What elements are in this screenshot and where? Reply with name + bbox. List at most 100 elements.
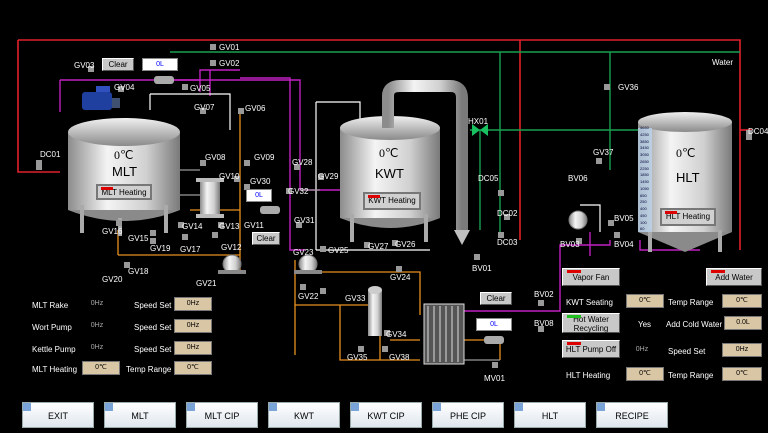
hlt-pump-led bbox=[567, 342, 581, 345]
valve-gv29[interactable]: GV29 bbox=[318, 172, 339, 181]
valve-gv37[interactable]: GV37 bbox=[593, 148, 614, 157]
hlt-heating-panel-label: HLT Heating bbox=[566, 371, 611, 380]
kettle-pump-speed-set-input[interactable]: 0Hz bbox=[174, 341, 212, 355]
valve-gv16[interactable]: GV16 bbox=[102, 227, 123, 236]
valve-gv24[interactable]: GV24 bbox=[390, 273, 411, 282]
valve-gv08-a[interactable]: GV08 bbox=[205, 153, 226, 162]
valve-gv15[interactable]: GV15 bbox=[128, 234, 149, 243]
valve-gv18[interactable]: GV18 bbox=[128, 267, 149, 276]
nav-corner-icon bbox=[597, 403, 605, 411]
valve-gv10[interactable]: GV10 bbox=[219, 172, 240, 181]
mlt-heating-value[interactable]: 0℃ bbox=[82, 361, 120, 375]
valve-dc05[interactable]: DC05 bbox=[478, 174, 499, 183]
mlt-temp-range-input[interactable]: 0℃ bbox=[174, 361, 212, 375]
mid-filter-vessel bbox=[196, 178, 224, 218]
valve-gv23[interactable]: GV23 bbox=[293, 248, 314, 257]
valve-gv27[interactable]: GV27 bbox=[368, 242, 389, 251]
valve-dc04[interactable]: DC04 bbox=[748, 127, 768, 136]
add-cold-water-input[interactable]: 0.0L bbox=[724, 316, 762, 330]
hlt-speed-set-input[interactable]: 0Hz bbox=[722, 343, 762, 357]
mlt-clear-button[interactable]: Clear bbox=[102, 58, 134, 71]
nav-corner-icon bbox=[187, 403, 195, 411]
valve-hx01[interactable]: HX01 bbox=[468, 117, 489, 126]
valve-dc02[interactable]: DC02 bbox=[497, 209, 518, 218]
valve-dc03[interactable]: DC03 bbox=[497, 238, 518, 247]
wort-pump-label: Wort Pump bbox=[32, 323, 72, 332]
valve-gv21[interactable]: GV21 bbox=[196, 279, 217, 288]
wort-pump-speed-set-input[interactable]: 0Hz bbox=[174, 319, 212, 333]
valve-gv31[interactable]: GV31 bbox=[294, 216, 315, 225]
valve-gv26[interactable]: GV26 bbox=[395, 240, 416, 249]
phe-clear-button[interactable]: Clear bbox=[480, 292, 512, 305]
green-pipes bbox=[170, 51, 740, 232]
hot-water-recycling-button[interactable]: Hot Water Recycling bbox=[562, 313, 620, 333]
valve-gv22[interactable]: GV22 bbox=[298, 292, 319, 301]
valve-gv20[interactable]: GV20 bbox=[102, 275, 123, 284]
kwt-seating-input[interactable]: 0℃ bbox=[626, 294, 664, 308]
nav-kwt[interactable]: KWT bbox=[268, 402, 340, 428]
hlt-heating-input[interactable]: 0℃ bbox=[626, 367, 664, 381]
valve-gv30[interactable]: GV30 bbox=[250, 177, 271, 186]
valve-gv34[interactable]: GV34 bbox=[386, 330, 407, 339]
nav-mlt[interactable]: MLT bbox=[104, 402, 176, 428]
valve-gv07[interactable]: GV07 bbox=[194, 103, 215, 112]
kwt-name: KWT bbox=[375, 166, 404, 181]
valve-gv28[interactable]: GV28 bbox=[292, 158, 313, 167]
nav-hlt[interactable]: HLT bbox=[514, 402, 586, 428]
hlt-heating-indicator[interactable]: HLT Heating bbox=[660, 208, 716, 226]
valve-bv05[interactable]: BV05 bbox=[614, 214, 634, 223]
mlt-rake-speed-set-input[interactable]: 0Hz bbox=[174, 297, 212, 311]
valve-bv06[interactable]: BV06 bbox=[568, 174, 588, 183]
valve-gv32[interactable]: GV32 bbox=[288, 187, 309, 196]
hlt-heating-led bbox=[665, 211, 677, 214]
valve-gv02[interactable]: GV02 bbox=[219, 59, 240, 68]
valve-gv25[interactable]: GV25 bbox=[328, 246, 349, 255]
valve-gv05[interactable]: GV05 bbox=[190, 84, 211, 93]
valve-gv03[interactable]: GV03 bbox=[74, 61, 95, 70]
valve-gv35[interactable]: GV35 bbox=[347, 353, 368, 362]
hlt-temp-range-label: Temp Range bbox=[668, 371, 714, 380]
valve-gv13[interactable]: GV13 bbox=[219, 222, 240, 231]
valve-gv33[interactable]: GV33 bbox=[345, 294, 366, 303]
hlt-temp-range-input[interactable]: 0℃ bbox=[722, 367, 762, 381]
nav-kwt-cip[interactable]: KWT CIP bbox=[350, 402, 422, 428]
nav-kwt-cip-label: KWT CIP bbox=[367, 411, 405, 421]
valve-gv36[interactable]: GV36 bbox=[618, 83, 639, 92]
kwt-heating-indicator[interactable]: KWT Heating bbox=[363, 192, 421, 210]
wort-pump-value: 0Hz bbox=[90, 322, 104, 329]
hlt-speed-set-label: Speed Set bbox=[668, 347, 706, 356]
valve-gv06[interactable]: GV06 bbox=[245, 104, 266, 113]
kwt-temp-range-input[interactable]: 0℃ bbox=[722, 294, 762, 308]
valve-gv09[interactable]: GV09 bbox=[254, 153, 275, 162]
valve-bv01[interactable]: BV01 bbox=[472, 264, 492, 273]
valve-gv12[interactable]: GV12 bbox=[221, 243, 242, 252]
valve-gv38[interactable]: GV38 bbox=[389, 353, 410, 362]
vapor-fan-button[interactable]: Vapor Fan bbox=[562, 268, 620, 286]
hlt-pump-off-button[interactable]: HLT Pump Off bbox=[562, 340, 620, 358]
flow-meter-icons bbox=[154, 76, 504, 344]
kwt-heating-led bbox=[368, 195, 380, 198]
valve-gv14[interactable]: GV14 bbox=[182, 222, 203, 231]
valve-gv11[interactable]: GV11 bbox=[244, 221, 264, 230]
mid-clear-button[interactable]: Clear bbox=[252, 232, 280, 245]
valve-gv01[interactable]: GV01 bbox=[219, 43, 240, 52]
nav-recipe[interactable]: RECIPE bbox=[596, 402, 668, 428]
recycling-yes-label: Yes bbox=[638, 320, 652, 329]
valve-mv01[interactable]: MV01 bbox=[484, 374, 505, 383]
hlt-scale-tick: 2650 bbox=[640, 158, 649, 164]
nav-exit[interactable]: EXIT bbox=[22, 402, 94, 428]
nav-phe-cip[interactable]: PHE CIP bbox=[432, 402, 504, 428]
valve-bv02[interactable]: BV02 bbox=[534, 290, 554, 299]
valve-dc01[interactable]: DC01 bbox=[40, 150, 61, 159]
valve-gv19[interactable]: GV19 bbox=[150, 244, 171, 253]
valve-gv17[interactable]: GV17 bbox=[180, 245, 201, 254]
nav-exit-label: EXIT bbox=[47, 411, 68, 421]
kwt-temp: 0℃ bbox=[379, 146, 399, 160]
valve-bv03[interactable]: BV03 bbox=[560, 240, 580, 249]
valve-bv08[interactable]: BV08 bbox=[534, 319, 554, 328]
valve-bv04[interactable]: BV04 bbox=[614, 240, 634, 249]
nav-mlt-cip[interactable]: MLT CIP bbox=[186, 402, 258, 428]
mlt-heating-indicator[interactable]: MLT Heating bbox=[96, 184, 152, 200]
valve-gv04[interactable]: GV04 bbox=[114, 83, 135, 92]
add-water-button[interactable]: Add Water bbox=[706, 268, 762, 286]
